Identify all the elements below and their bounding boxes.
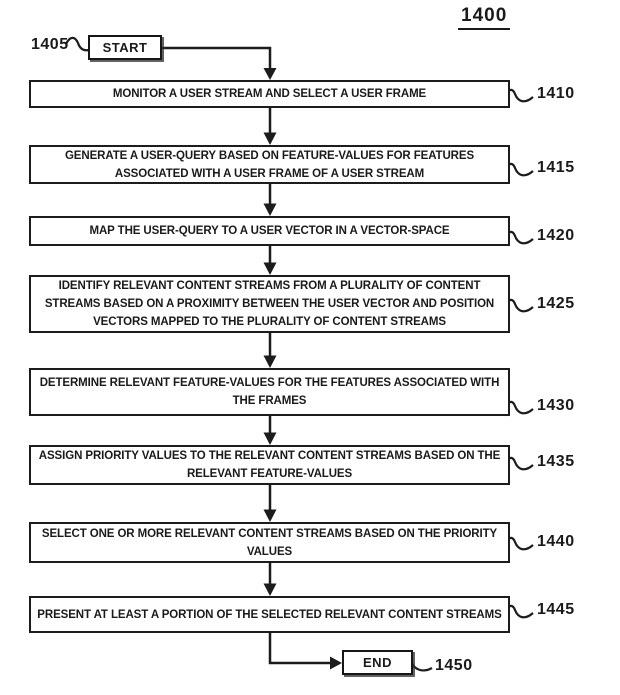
step-box-1425: IDENTIFY RELEVANT CONTENT STREAMS FROM A… xyxy=(29,275,510,333)
arrowhead-down-icon xyxy=(263,509,277,522)
ref-label-1445: 1445 xyxy=(537,601,575,618)
arrowhead-down-icon xyxy=(263,583,277,596)
arrowhead-right-icon xyxy=(330,656,342,670)
figure-number: 1400 xyxy=(458,5,511,30)
step-text: IDENTIFY RELEVANT CONTENT STREAMS FROM A… xyxy=(58,280,481,292)
step-text: DETERMINE RELEVANT FEATURE-VALUES FOR TH… xyxy=(39,377,500,389)
ref-label-1430: 1430 xyxy=(537,397,575,414)
end-box: END xyxy=(342,650,413,675)
arrowhead-down-icon xyxy=(263,355,277,368)
step-text: GENERATE A USER-QUERY BASED ON FEATURE-V… xyxy=(64,149,475,162)
ref-label-1420: 1420 xyxy=(537,227,575,244)
ref-label-1435: 1435 xyxy=(537,453,575,470)
ref-label-1450: 1450 xyxy=(435,657,473,674)
end-label: END xyxy=(363,655,392,670)
step-text: STREAMS BASED ON A PROXIMITY BETWEEN THE… xyxy=(44,298,495,310)
step-text: SELECT ONE OR MORE RELEVANT CONTENT STRE… xyxy=(41,527,498,540)
step-text: VALUES xyxy=(246,545,293,558)
step-text: ASSIGN PRIORITY VALUES TO THE RELEVANT C… xyxy=(38,450,501,462)
step-box-1440: SELECT ONE OR MORE RELEVANT CONTENT STRE… xyxy=(29,522,510,563)
arrowhead-down-icon xyxy=(263,262,277,275)
start-label: START xyxy=(102,40,148,55)
step-box-1420: MAP THE USER-QUERY TO A USER VECTOR IN A… xyxy=(29,216,510,246)
ref-label-1405: 1405 xyxy=(31,36,69,53)
step-text: THE FRAMES xyxy=(232,395,307,407)
step-box-1415: GENERATE A USER-QUERY BASED ON FEATURE-V… xyxy=(29,145,510,184)
connector-start-to-1410 xyxy=(162,46,272,68)
step-box-1410: MONITOR A USER STREAM AND SELECT A USER … xyxy=(29,80,510,108)
step-text: ASSOCIATED WITH A USER FRAME OF A USER S… xyxy=(114,167,425,180)
arrowhead-down-icon xyxy=(263,132,277,145)
step-text: RELEVANT FEATURE-VALUES xyxy=(186,468,353,480)
arrowhead-down-icon xyxy=(263,203,277,216)
step-box-1445: PRESENT AT LEAST A PORTION OF THE SELECT… xyxy=(29,596,510,633)
arrowhead-down-icon xyxy=(263,68,277,80)
step-text: MONITOR A USER STREAM AND SELECT A USER … xyxy=(112,88,427,100)
ref-label-1410: 1410 xyxy=(537,85,575,102)
step-text: MAP THE USER-QUERY TO A USER VECTOR IN A… xyxy=(89,225,450,237)
ref-label-1440: 1440 xyxy=(537,533,575,550)
step-box-1435: ASSIGN PRIORITY VALUES TO THE RELEVANT C… xyxy=(29,445,510,485)
step-text: PRESENT AT LEAST A PORTION OF THE SELECT… xyxy=(37,608,502,621)
step-text: VECTORS MAPPED TO THE PLURALITY OF CONTE… xyxy=(93,316,446,328)
ref-label-1425: 1425 xyxy=(537,295,575,312)
start-box: START xyxy=(88,35,162,60)
arrowhead-down-icon xyxy=(263,432,277,445)
ref-label-1415: 1415 xyxy=(537,159,575,176)
ref-leader-1405-icon xyxy=(65,36,90,52)
step-box-1430: DETERMINE RELEVANT FEATURE-VALUES FOR TH… xyxy=(29,368,510,416)
connector-1445-to-end xyxy=(268,633,330,665)
